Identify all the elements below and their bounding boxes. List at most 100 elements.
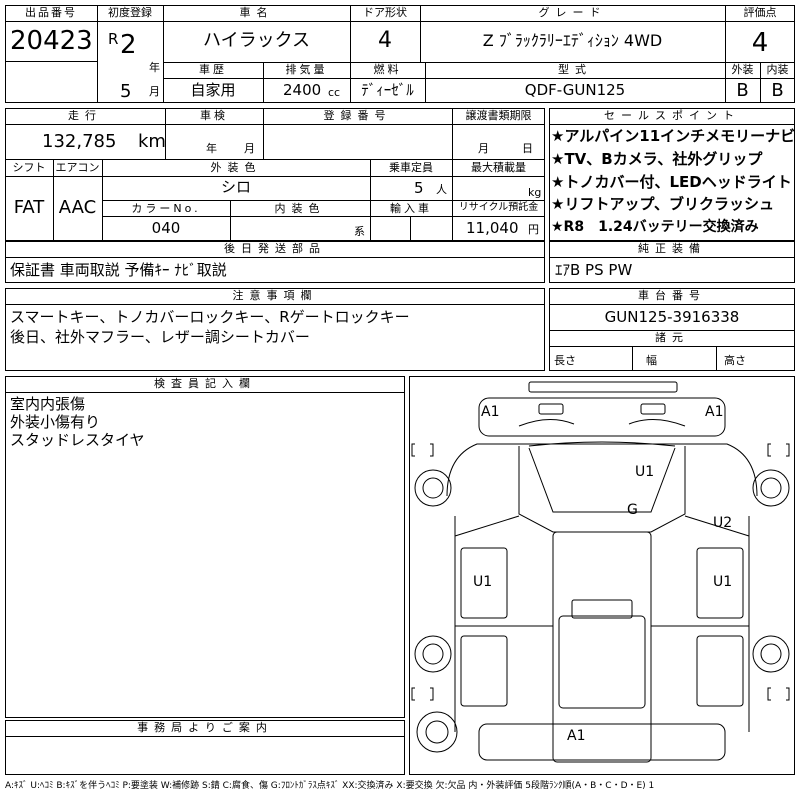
exterior-label: 外装 xyxy=(731,63,754,76)
sales-point-item: ★TV、Bカメラ、社外グリップ xyxy=(551,150,763,168)
import-label: 輸入車 xyxy=(390,202,432,215)
width-label: 幅 xyxy=(646,354,657,367)
inspector-label: 検査員記入欄 xyxy=(154,377,256,390)
transfer-day-unit: 日 xyxy=(522,142,533,155)
chassis-label: 車台番号 xyxy=(638,289,706,302)
damage-diagram-box xyxy=(409,376,795,775)
wheel-front-left xyxy=(414,469,452,507)
mark-windshield: G xyxy=(627,502,638,518)
month-unit: 月 xyxy=(149,85,160,98)
lot-number: 20423 xyxy=(10,26,93,56)
wheel-rear-right xyxy=(752,635,790,673)
transfer-label: 譲渡書類期限 xyxy=(465,109,532,122)
mark-front-right: A1 xyxy=(705,404,723,420)
mileage-value: 132,785 xyxy=(42,131,117,152)
mark-rear-bumper: A1 xyxy=(567,728,585,744)
diagram-front-bumper xyxy=(478,397,726,437)
color-label: 外装色 xyxy=(210,161,262,174)
shift-label: シフト xyxy=(12,161,46,174)
lot-label: 出品番号 xyxy=(25,6,77,19)
diagram-roof xyxy=(552,531,652,763)
sales-point-item: ★アルパイン11インチメモリーナビ xyxy=(551,127,796,145)
wheel-rear-left xyxy=(414,635,452,673)
mark-right-rear: U1 xyxy=(713,574,732,590)
car-name-label: 車名 xyxy=(239,6,274,19)
equipment-label: 純正装備 xyxy=(638,242,706,255)
office-label: 事務局よりご案内 xyxy=(137,721,273,734)
chassis-box xyxy=(549,288,795,371)
year-unit: 年 xyxy=(149,61,160,74)
reg-month: 5 xyxy=(120,81,132,102)
score-label: 評価点 xyxy=(743,6,777,19)
displacement-label: 排気量 xyxy=(285,63,328,76)
legend-text: A:ｷｽﾞ U:ﾍｺﾐ B:ｷｽﾞを伴うﾍｺﾐ P:要塗装 W:補修跡 S:錆 … xyxy=(5,781,655,791)
plate-label: 登録番号 xyxy=(323,109,392,122)
grade-label: グレード xyxy=(538,6,607,19)
office-box xyxy=(5,720,405,775)
doors-label: ドア形状 xyxy=(363,6,407,19)
model-label: 型式 xyxy=(558,63,592,76)
later-parts-label: 後日発送部品 xyxy=(224,242,326,255)
recycle-unit: 円 xyxy=(528,223,539,236)
fuel-label: 燃料 xyxy=(373,63,402,76)
wheel-front-right xyxy=(752,469,790,507)
notes-line: スマートキー、トノカバーロックキー、Rゲートロックキー xyxy=(10,308,410,326)
mileage-unit: km xyxy=(138,131,166,152)
mark-right-front-door: U2 xyxy=(713,515,732,531)
car-name: ハイラックス xyxy=(202,30,311,51)
chassis-number: GUN125-3916338 xyxy=(604,308,740,326)
later-parts-text: 保証書 車両取説 予備ｷｰ ﾅﾋﾞ取説 xyxy=(10,261,227,279)
inspector-box xyxy=(5,376,405,718)
equipment-text: ｴｱB PS PW xyxy=(555,261,633,279)
notes-line: 後日、社外マフラー、レザー調シートカバー xyxy=(10,328,310,346)
history-value: 自家用 xyxy=(190,81,236,99)
capacity-label: 乗車定員 xyxy=(389,161,433,174)
car-damage-diagram: A1 A1 U1 G U2 U1 U1 A1 xyxy=(411,381,790,763)
load-label: 最大積載量 xyxy=(471,161,526,174)
ac-value: AAC xyxy=(58,197,97,218)
int-color-unit: 系 xyxy=(354,225,365,238)
score-value: 4 xyxy=(751,28,769,58)
color-no-label: カラーNo. xyxy=(131,202,201,215)
load-unit: kg xyxy=(528,186,542,199)
fuel-value: ﾃﾞｨｰｾﾞﾙ xyxy=(361,81,414,99)
sales-point-item: ★R8 1.24バッテリー交換済み xyxy=(551,219,759,235)
diagram-rear-bumper xyxy=(478,723,726,761)
exterior-grade: B xyxy=(736,80,749,101)
history-label: 車歴 xyxy=(199,63,227,76)
first-reg-label: 初度登録 xyxy=(108,6,152,19)
notes-label: 注意事項欄 xyxy=(232,289,318,302)
inspector-line: 室内内張傷 xyxy=(10,395,86,413)
ac-label: エアコン xyxy=(55,161,100,174)
int-color-label: 内装色 xyxy=(274,202,326,215)
color-value: シロ xyxy=(220,178,251,196)
reg-year: 2 xyxy=(120,30,137,60)
length-label: 長さ xyxy=(554,354,576,367)
details-section xyxy=(5,108,545,241)
mark-roof: U1 xyxy=(635,464,654,480)
insp-year-unit: 年 xyxy=(206,142,217,155)
equipment-box xyxy=(549,241,795,283)
sales-point-item: ★トノカバー付、LEDヘッドライト xyxy=(551,173,792,191)
displacement-value: 2400 xyxy=(283,81,322,99)
header-section xyxy=(5,5,795,103)
diagram-front-top xyxy=(528,381,678,393)
capacity-value: 5 xyxy=(414,179,424,197)
mark-left-rear: U1 xyxy=(473,574,492,590)
spare-wheel xyxy=(416,711,458,753)
displacement-unit: cc xyxy=(328,86,341,99)
sales-points-label: セールスポイント xyxy=(604,109,740,122)
inspector-line: スタッドレスタイヤ xyxy=(10,431,145,449)
color-no-value: 040 xyxy=(151,219,181,237)
dimensions-label: 諸元 xyxy=(655,331,689,344)
inspection-label: 車検 xyxy=(200,109,228,122)
interior-grade: B xyxy=(771,80,784,101)
recycle-label: リサイクル預託金 xyxy=(458,202,539,213)
mileage-label: 走行 xyxy=(68,109,102,122)
era: R xyxy=(108,30,119,48)
notes-box xyxy=(5,288,545,371)
doors-value: 4 xyxy=(378,28,392,53)
insp-month-unit: 月 xyxy=(244,142,255,155)
recycle-value: 11,040 xyxy=(466,219,519,237)
inspector-line: 外装小傷有り xyxy=(10,413,101,431)
